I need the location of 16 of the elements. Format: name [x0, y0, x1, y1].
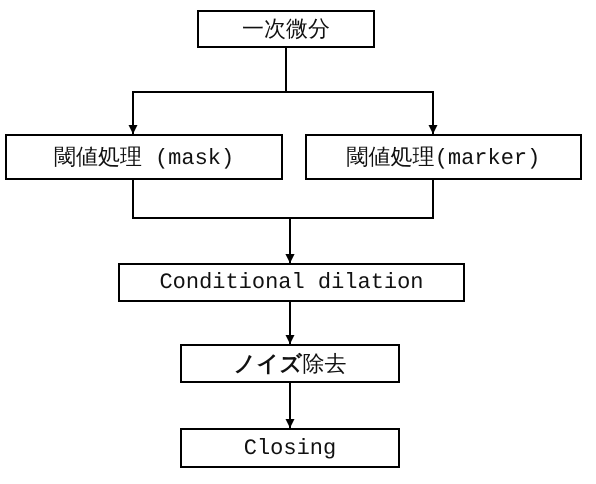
process-box [197, 10, 375, 48]
box-label: ノイズ除去 [234, 352, 346, 378]
arrow [285, 48, 438, 134]
process-box [180, 428, 400, 468]
box-label: 一次微分 [242, 17, 330, 44]
process-box [180, 344, 400, 383]
box-label: Conditional dilation [159, 270, 424, 295]
process-box [118, 263, 465, 302]
arrow [286, 383, 294, 428]
process-box [5, 134, 283, 180]
arrow [286, 180, 434, 263]
box-label: Closing [244, 436, 336, 460]
process-box [305, 134, 582, 180]
arrow [286, 302, 294, 344]
box-label: 閾値処理 (mask) [54, 145, 234, 172]
box-label: 閾値処理(marker) [346, 145, 540, 172]
